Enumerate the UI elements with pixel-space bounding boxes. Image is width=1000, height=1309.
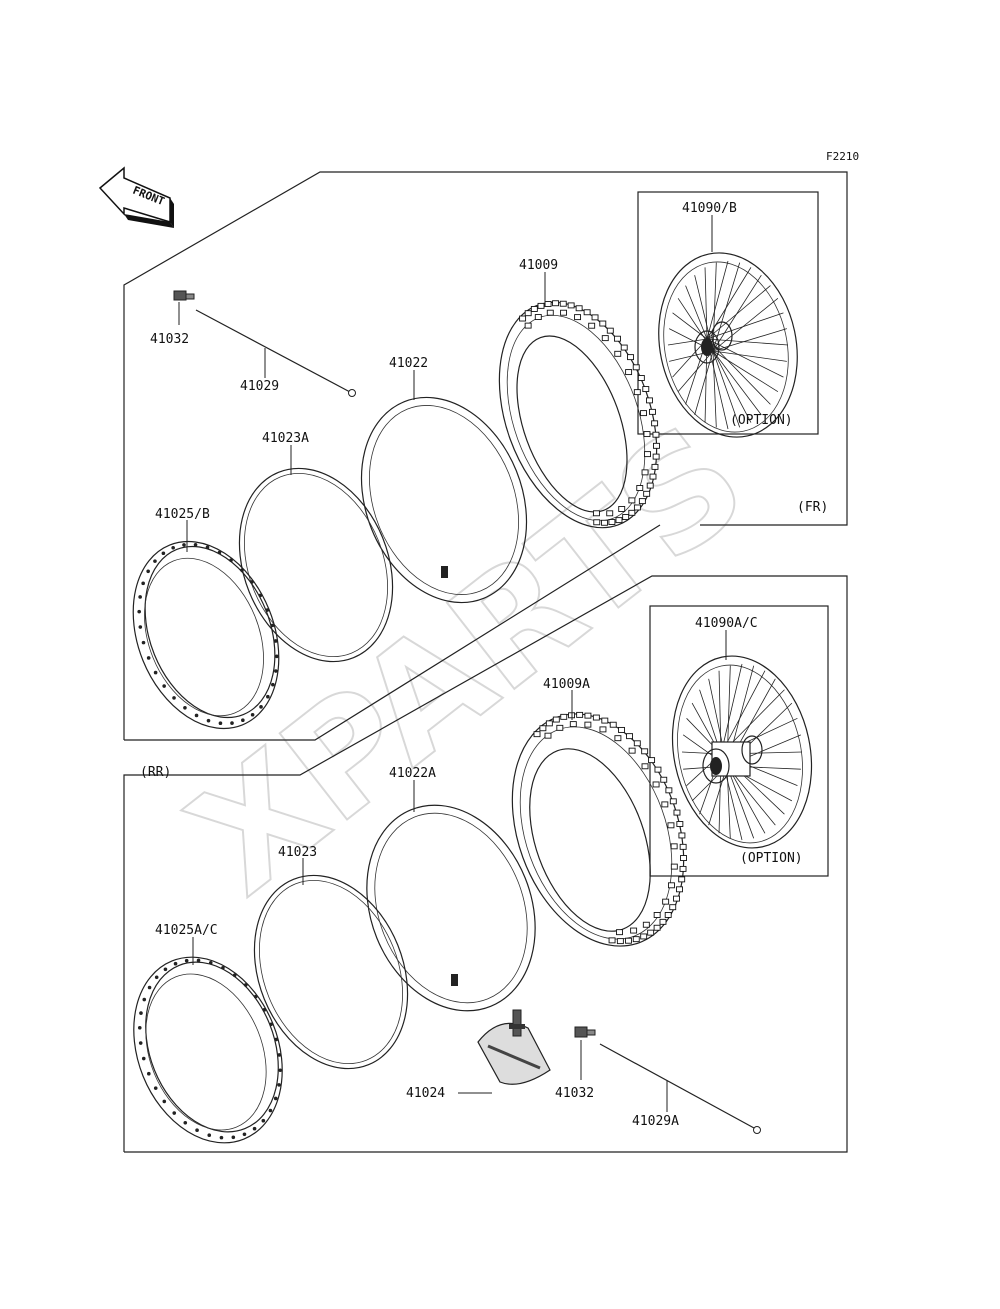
rear-section: (RR) (OPTION) 41090A/C 41009A — [123, 575, 848, 1153]
diagram-code: F2210 — [826, 150, 859, 163]
front-arrow-icon: FRONT — [98, 166, 174, 228]
rear-rim-label: 41025A/C — [155, 923, 218, 938]
rear-rim-lock — [477, 1009, 551, 1085]
front-wheel-label: 41090/B — [682, 201, 737, 216]
rear-wheel — [671, 655, 813, 849]
rear-tube-label: 41022A — [389, 766, 436, 781]
front-nipple — [173, 290, 195, 301]
front-wheel — [658, 252, 798, 438]
front-tube-label: 41022 — [389, 356, 428, 371]
front-section: (FR) (OPTION) 41090/B 41009 41 — [123, 171, 848, 741]
front-section-label: (FR) — [797, 500, 828, 515]
rear-rim-band — [253, 874, 409, 1070]
rear-tire — [511, 711, 687, 947]
rear-rim — [133, 956, 283, 1144]
rear-section-label: (RR) — [140, 765, 171, 780]
rear-rim-band-label: 41023 — [278, 845, 317, 860]
rear-tire-label: 41009A — [543, 677, 590, 692]
front-rim-band-label: 41023A — [262, 431, 309, 446]
rear-nipple-label: 41032 — [555, 1086, 594, 1101]
rear-option-label: (OPTION) — [740, 851, 803, 866]
front-option-label: (OPTION) — [730, 413, 793, 428]
front-rim — [132, 540, 280, 730]
front-rim-band — [238, 467, 394, 663]
rear-spoke — [599, 1043, 761, 1134]
front-tire — [498, 300, 660, 529]
front-spoke-label: 41029 — [240, 379, 279, 394]
front-spoke — [195, 309, 356, 397]
front-tube — [360, 396, 528, 604]
front-nipple-label: 41032 — [150, 332, 189, 347]
rear-nipple — [574, 1026, 596, 1038]
rear-tube — [366, 804, 536, 1012]
front-rim-label: 41025/B — [155, 507, 210, 522]
rear-wheel-label: 41090A/C — [695, 616, 758, 631]
front-tire-label: 41009 — [519, 258, 558, 273]
rear-spoke-label: 41029A — [632, 1114, 679, 1129]
rear-rim-lock-label: 41024 — [406, 1086, 445, 1101]
